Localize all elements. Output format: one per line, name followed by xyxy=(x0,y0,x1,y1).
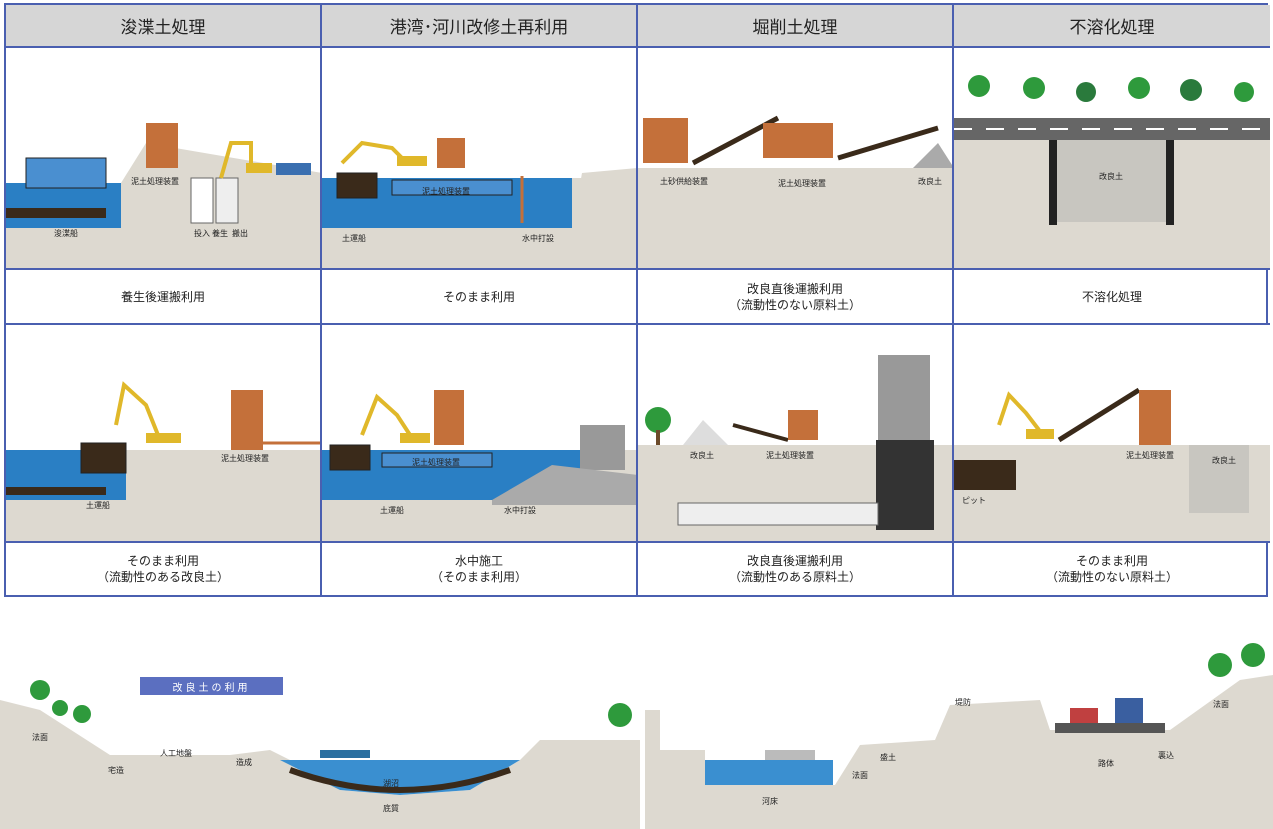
label-mud-device: 泥土処理装置 xyxy=(778,179,826,188)
label-improved: 改良土 xyxy=(690,451,714,460)
caption-line: 改良直後運搬利用 xyxy=(746,281,843,296)
label-backfill: 裏込 xyxy=(1158,751,1174,760)
label-underwater: 水中打設 xyxy=(522,234,554,243)
label-slope-right: 法面 xyxy=(1213,700,1229,709)
label-pit: ピット xyxy=(962,496,986,505)
label-artificial-ground: 人工地盤 xyxy=(160,749,192,758)
caption-line: そのまま利用 xyxy=(126,554,199,568)
scene-insolubilization-top: 改良土 xyxy=(954,48,1270,270)
caption-top: 養生後運搬利用 xyxy=(6,270,320,325)
scene-excavation-bottom: 改良土 泥土処理装置 xyxy=(638,325,952,543)
label-embankment: 盛土 xyxy=(880,753,896,762)
scene-dredging-top: 泥土処理装置 浚渫船 投入 養生 搬出 xyxy=(6,48,320,270)
label-improved: 改良土 xyxy=(1212,456,1236,465)
caption-line: そのまま利用 xyxy=(1075,554,1148,568)
caption-bottom: そのまま利用 （流動性のない原料土） xyxy=(954,543,1270,595)
caption-line: （流動性のある改良土） xyxy=(96,570,229,584)
usage-panel: 改良土の利用 法面 宅造 人工地盤 造成 湖沼 底質 河床 法面 盛土 堤防 路… xyxy=(0,610,1273,829)
process-grid: 浚渫土処理 泥土処理装置 浚渫船 投入 養生 搬出 養生後運搬利用 xyxy=(4,3,1270,597)
caption-line: （そのまま利用） xyxy=(430,570,527,584)
scene-excavation-top: 土砂供給装置 泥土処理装置 改良土 xyxy=(638,48,952,270)
harbor-illustration xyxy=(322,138,636,268)
column-harbor-river: 港湾･河川改修土再利用 泥土処理装置 土運船 水中打設 そのまま利用 xyxy=(322,5,638,595)
label-land-creation: 造成 xyxy=(236,758,252,767)
caption-line: （流動性のない原料土） xyxy=(728,297,861,312)
label-cure: 養生 xyxy=(212,229,228,238)
usage-title: 改良土の利用 xyxy=(140,677,283,695)
scene-dredging-bottom: 泥土処理装置 土運船 xyxy=(6,325,320,543)
label-slope-left: 法面 xyxy=(32,733,48,742)
column-insolubilization: 不溶化処理 改良土 不溶化処理 xyxy=(954,5,1270,595)
caption-bottom: 水中施工 （そのまま利用） xyxy=(322,543,636,595)
label-dredger: 浚渫船 xyxy=(54,229,78,238)
label-ship: 土運船 xyxy=(86,501,110,510)
column-header: 不溶化処理 xyxy=(954,5,1270,48)
scene-harbor-bottom: 泥土処理装置 土運船 水中打設 xyxy=(322,325,636,543)
caption-top: そのまま利用 xyxy=(322,270,636,325)
label-levee: 堤防 xyxy=(955,698,971,707)
dredging-bottom-illustration xyxy=(6,381,320,541)
usage-landscape xyxy=(0,643,1273,829)
caption-top: 不溶化処理 xyxy=(954,270,1270,325)
caption-bottom: 改良直後運搬利用 （流動性のある原料土） xyxy=(638,543,952,595)
dredging-illustration xyxy=(6,123,320,268)
column-header: 堀削土処理 xyxy=(638,5,952,48)
label-mud-device: 泥土処理装置 xyxy=(412,458,460,467)
label-bottom-sediment: 底質 xyxy=(383,804,399,813)
label-feeder: 土砂供給装置 xyxy=(660,177,708,186)
label-out: 搬出 xyxy=(232,229,248,238)
label-underwater: 水中打設 xyxy=(504,506,536,515)
label-slope-mid: 法面 xyxy=(852,771,868,780)
excavation-bottom-illustration xyxy=(638,355,952,541)
label-mud-device: 泥土処理装置 xyxy=(221,454,269,463)
insolubilization-bottom-illustration xyxy=(954,387,1270,541)
label-improved: 改良土 xyxy=(918,177,942,186)
label-roadbed: 路体 xyxy=(1098,759,1114,768)
caption-line: （流動性のある原料土） xyxy=(728,570,861,584)
label-mud-device: 泥土処理装置 xyxy=(1126,451,1174,460)
caption-line: 不溶化処理 xyxy=(1081,289,1142,304)
caption-bottom: そのまま利用 （流動性のある改良土） xyxy=(6,543,320,595)
label-residential: 宅造 xyxy=(108,766,124,775)
label-ship: 土運船 xyxy=(342,234,366,243)
column-dredged-soil: 浚渫土処理 泥土処理装置 浚渫船 投入 養生 搬出 養生後運搬利用 xyxy=(6,5,322,595)
label-input: 投入 xyxy=(194,229,210,238)
label-ship: 土運船 xyxy=(380,506,404,515)
caption-line: 改良直後運搬利用 xyxy=(746,554,843,568)
caption-line: 養生後運搬利用 xyxy=(120,289,205,304)
column-excavated-soil: 堀削土処理 土砂供給装置 泥土処理装置 改良土 改良直後運搬利用 （流動性のない… xyxy=(638,5,954,595)
label-mud-device: 泥土処理装置 xyxy=(766,451,814,460)
label-riverbed: 河床 xyxy=(762,797,778,806)
caption-line: 水中施工 xyxy=(454,554,503,568)
scene-insolubilization-bottom: ピット 泥土処理装置 改良土 xyxy=(954,325,1270,543)
label-improved: 改良土 xyxy=(1099,172,1123,181)
column-header: 港湾･河川改修土再利用 xyxy=(322,5,636,48)
label-lake: 湖沼 xyxy=(383,779,399,788)
caption-line: そのまま利用 xyxy=(442,289,515,304)
caption-line: （流動性のない原料土） xyxy=(1045,570,1178,584)
column-header: 浚渫土処理 xyxy=(6,5,320,48)
caption-top: 改良直後運搬利用 （流動性のない原料土） xyxy=(638,270,952,325)
insolubilization-illustration xyxy=(954,75,1270,268)
excavation-illustration xyxy=(638,115,952,268)
label-mud-device: 泥土処理装置 xyxy=(422,187,470,196)
label-mud-device: 泥土処理装置 xyxy=(131,177,179,186)
harbor-bottom-illustration xyxy=(322,390,636,541)
scene-harbor-top: 泥土処理装置 土運船 水中打設 xyxy=(322,48,636,270)
